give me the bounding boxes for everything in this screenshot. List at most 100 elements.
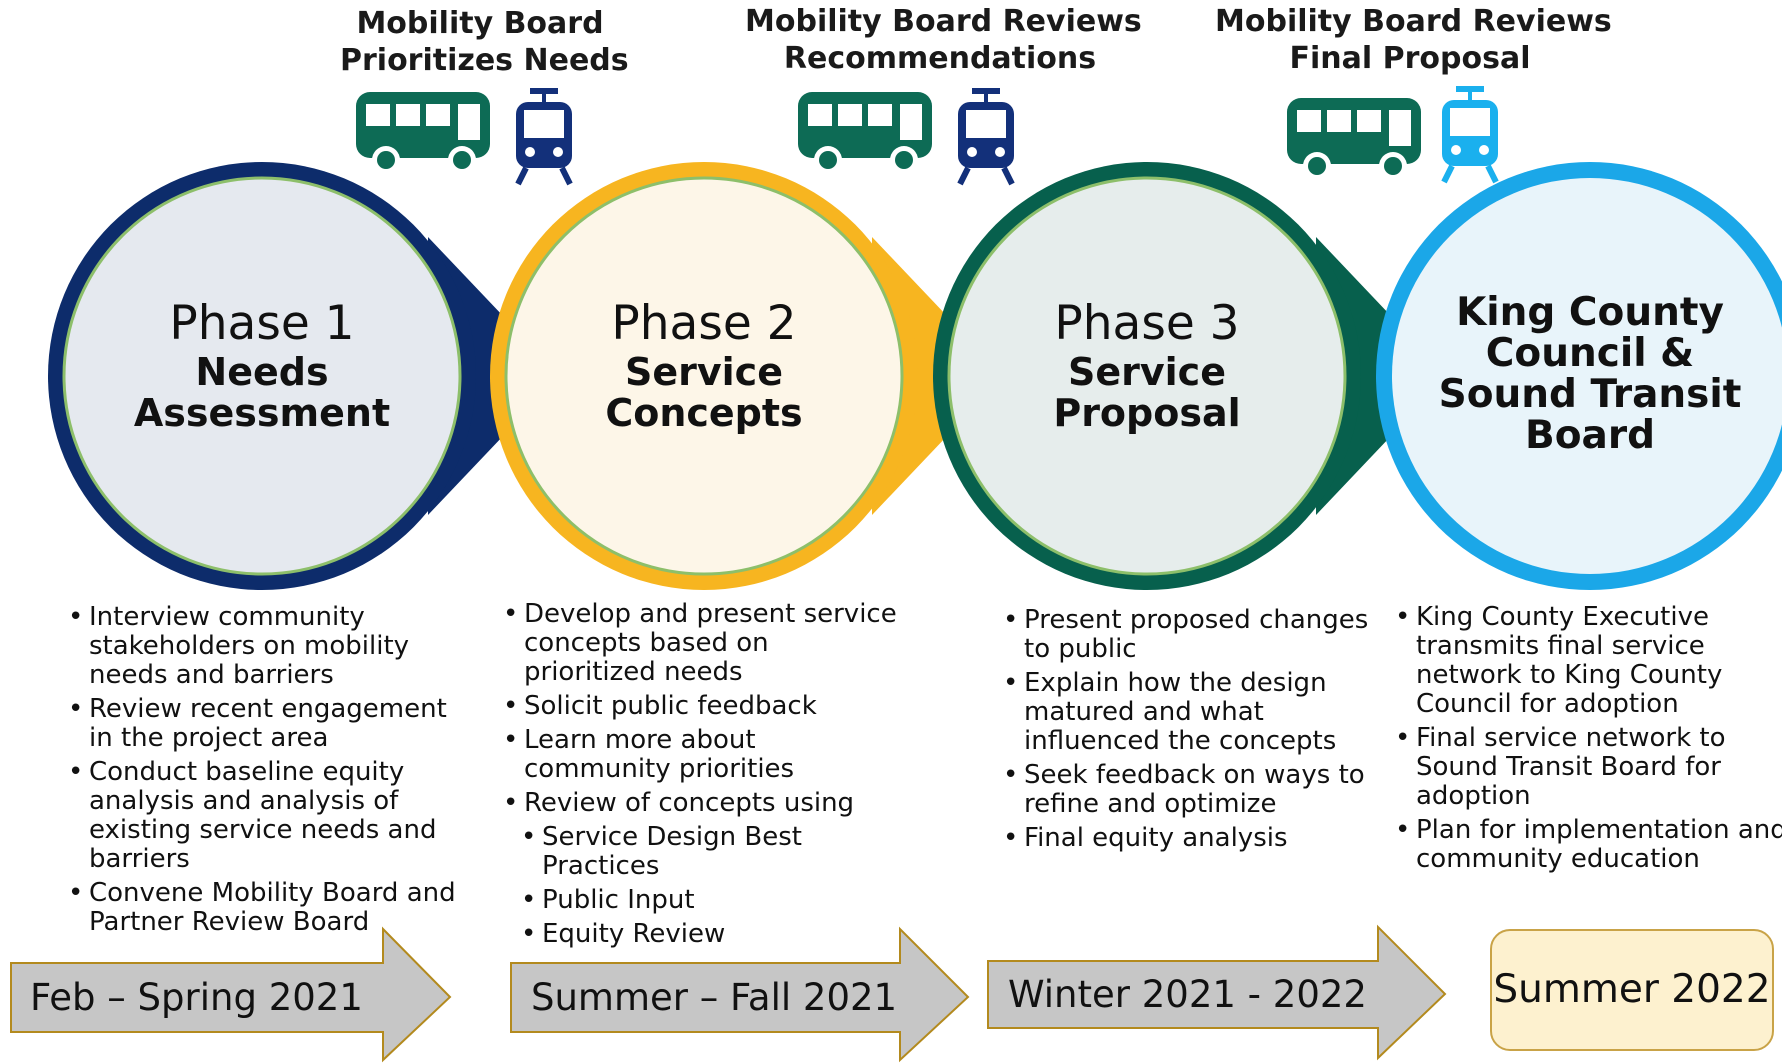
phase-3-label: Phase 3 Service Proposal (997, 296, 1297, 434)
list-item-line: Sound Transit Board for (1416, 752, 1721, 782)
phase-2-name: Service Concepts (554, 352, 854, 434)
list-item: Conduct baseline equity analysis and ana… (68, 758, 468, 874)
list-item: Learn more about community priorities (503, 726, 903, 784)
list-item: Review recent engagement in the project … (68, 695, 468, 753)
list-item-line: Present proposed changes (1024, 605, 1369, 635)
timeframe-arrow-1 (10, 926, 452, 1063)
bus-icon (356, 92, 490, 174)
list-item-line: adoption (1416, 781, 1531, 811)
final-stage-label: King County Council & Sound Transit Boar… (1430, 292, 1750, 456)
phase-1-name-line-2: Assessment (133, 391, 391, 435)
list-item-line: Convene Mobility Board and (89, 878, 456, 908)
list-item: Interview community stakeholders on mobi… (68, 603, 468, 690)
phase-3-name-line-1: Service (1068, 350, 1226, 394)
list-item-line: King County Executive (1416, 602, 1709, 632)
list-item: Equity Review (521, 919, 903, 950)
final-stage-circle (1376, 162, 1782, 590)
list-item-line: existing service needs and (89, 815, 437, 845)
milestone-3-line-1: Mobility Board Reviews (1215, 4, 1612, 39)
timeframe-final-box: Summer 2022 (1490, 929, 1774, 1051)
list-item: Review of concepts using (503, 788, 903, 819)
phase-2-tasks: Develop and present service concepts bas… (503, 600, 903, 954)
list-item: Service Design Best Practices (521, 823, 903, 881)
list-item: Seek feedback on ways to refine and opti… (1003, 761, 1403, 819)
list-item: Final equity analysis (1003, 823, 1403, 854)
phase-3-circle (933, 162, 1448, 590)
phase-3-name-line-2: Proposal (1053, 391, 1241, 435)
phase-2-circle (490, 162, 1004, 590)
phase-1-name: Needs Assessment (112, 352, 412, 434)
list-item-line: Final equity analysis (1024, 823, 1288, 853)
timeframe-final-label: Summer 2022 (1493, 967, 1771, 1012)
milestone-1-label: Mobility Board Prioritizes Needs (340, 5, 629, 79)
list-item-line: community priorities (524, 754, 795, 784)
list-item: Solicit public feedback (503, 691, 903, 722)
timeframe-1-label: Feb – Spring 2021 (30, 976, 363, 1019)
train-icon (515, 88, 573, 186)
list-item-line: Practices (542, 851, 660, 881)
list-item-line: transmits final service (1416, 631, 1705, 661)
timeframe-2-label: Summer – Fall 2021 (531, 976, 898, 1019)
phase-2-name-line-1: Service (625, 350, 783, 394)
final-stage-name-line-4: Board (1525, 413, 1655, 458)
list-item: Public Input (521, 885, 903, 916)
bus-icon (1287, 98, 1421, 180)
list-item-line: Review of concepts using (524, 788, 855, 818)
list-item: Plan for implementation and community ed… (1395, 815, 1782, 874)
list-item: King County Executive transmits final se… (1395, 603, 1777, 719)
list-item-line: Solicit public feedback (524, 691, 817, 721)
list-item: Develop and present service concepts bas… (503, 600, 903, 687)
train-icon (957, 88, 1015, 186)
list-item-line: Service Design Best (542, 822, 802, 852)
timeframe-3-label: Winter 2021 - 2022 (1008, 973, 1367, 1016)
final-stage-name-line-1: King County (1456, 290, 1724, 335)
list-item-line: influenced the concepts (1024, 726, 1337, 756)
list-item-line: Explain how the design (1024, 668, 1327, 698)
list-item-line: Final service network to (1416, 723, 1726, 753)
list-item-line: matured and what (1024, 697, 1264, 727)
milestone-1-line-1: Mobility Board (356, 6, 604, 41)
list-item-line: to public (1024, 634, 1137, 664)
phase-1-number: Phase 1 (169, 296, 355, 351)
milestone-3-label: Mobility Board Reviews Final Proposal (1215, 3, 1612, 77)
train-icon (1441, 86, 1499, 184)
list-item-line: needs and barriers (89, 660, 334, 690)
list-item: Explain how the design matured and what … (1003, 669, 1403, 756)
phase-1-name-line-1: Needs (195, 350, 329, 394)
list-item-line: concepts based on (524, 628, 769, 658)
list-item-line: community education (1416, 844, 1700, 874)
list-item-line: refine and optimize (1024, 789, 1277, 819)
list-item-line: Learn more about (524, 725, 756, 755)
timeframe-arrow-3 (987, 924, 1447, 1061)
list-item-line: Equity Review (542, 919, 726, 949)
milestone-3-line-2: Final Proposal (1289, 41, 1531, 76)
list-item: Convene Mobility Board and Partner Revie… (68, 879, 468, 937)
list-item-line: Plan for implementation and (1416, 815, 1782, 845)
list-item-line: prioritized needs (524, 657, 743, 687)
phase-3-tasks: Present proposed changes to public Expla… (1003, 606, 1403, 858)
list-item-line: Interview community (89, 602, 365, 632)
final-stage-name-line-2: Council & (1485, 331, 1695, 376)
phase-2-label: Phase 2 Service Concepts (554, 296, 854, 434)
phase-1-label: Phase 1 Needs Assessment (112, 296, 412, 434)
timeframe-arrow-2 (510, 926, 970, 1063)
list-item-line: Conduct baseline equity (89, 757, 405, 787)
list-item-line: barriers (89, 844, 190, 874)
list-item-line: Partner Review Board (89, 907, 370, 937)
list-item-line: Seek feedback on ways to (1024, 760, 1365, 790)
phase-3-name: Service Proposal (997, 352, 1297, 434)
final-stage-name-line-3: Sound Transit (1438, 372, 1742, 417)
list-item: Present proposed changes to public (1003, 606, 1403, 664)
list-item-line: Develop and present service (524, 599, 897, 629)
milestone-1-line-2: Prioritizes Needs (340, 43, 629, 78)
list-item: Final service network to Sound Transit B… (1395, 724, 1777, 811)
list-item-line: analysis and analysis of (89, 786, 399, 816)
list-item-line: Public Input (542, 885, 695, 915)
phase-2-name-line-2: Concepts (605, 391, 803, 435)
list-item-line: Review recent engagement (89, 694, 447, 724)
milestone-2-line-1: Mobility Board Reviews (745, 4, 1142, 39)
list-item-line: in the project area (89, 723, 329, 753)
phase-1-circle (48, 162, 560, 590)
phase-3-number: Phase 3 (1054, 296, 1240, 351)
